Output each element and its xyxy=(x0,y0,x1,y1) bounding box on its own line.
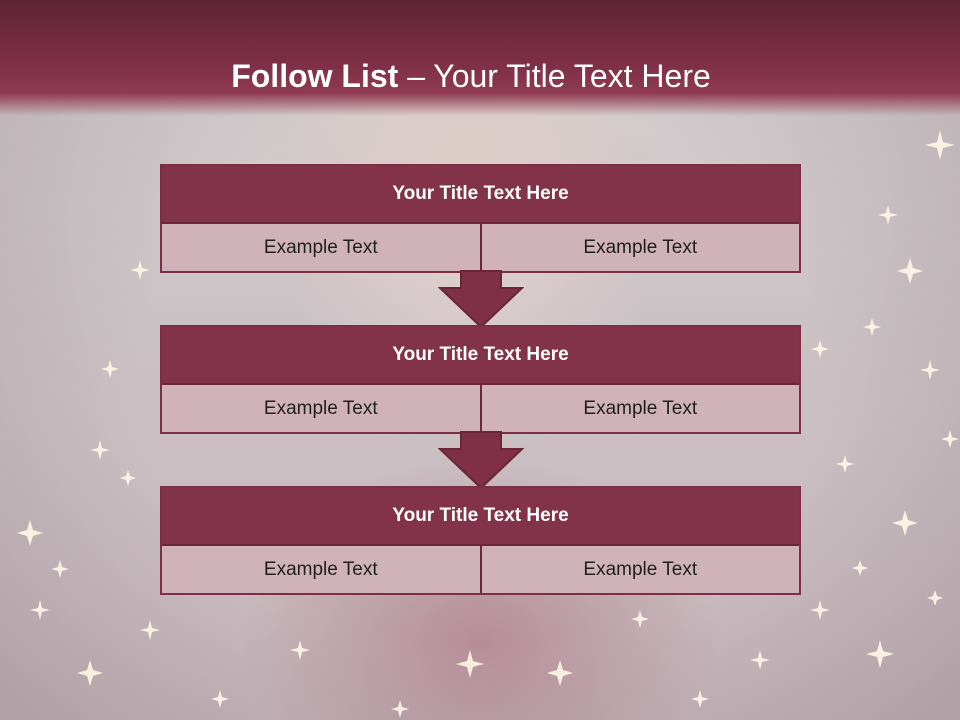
down-arrow-icon-1 xyxy=(438,270,524,328)
step-box-1[interactable]: Your Title Text Here Example Text Exampl… xyxy=(160,164,801,273)
slide-title: Follow List – Your Title Text Here xyxy=(0,52,942,100)
step-3-left-text: Example Text xyxy=(162,546,480,593)
step-row-3: Example Text Example Text xyxy=(162,544,799,593)
step-title-1: Your Title Text Here xyxy=(162,166,799,222)
slide-title-rest: – Your Title Text Here xyxy=(398,58,711,94)
down-arrow-icon-2 xyxy=(438,431,524,489)
header-band: Follow List – Your Title Text Here xyxy=(0,0,960,116)
step-row-1: Example Text Example Text xyxy=(162,222,799,271)
slide-title-bold: Follow List xyxy=(231,58,399,94)
step-row-2: Example Text Example Text xyxy=(162,383,799,432)
step-1-right-text: Example Text xyxy=(479,224,799,271)
step-2-right-text: Example Text xyxy=(479,385,799,432)
step-title-3: Your Title Text Here xyxy=(162,488,799,544)
step-box-3[interactable]: Your Title Text Here Example Text Exampl… xyxy=(160,486,801,595)
step-2-left-text: Example Text xyxy=(162,385,480,432)
step-3-right-text: Example Text xyxy=(479,546,799,593)
step-box-2[interactable]: Your Title Text Here Example Text Exampl… xyxy=(160,325,801,434)
step-title-2: Your Title Text Here xyxy=(162,327,799,383)
step-1-left-text: Example Text xyxy=(162,224,480,271)
